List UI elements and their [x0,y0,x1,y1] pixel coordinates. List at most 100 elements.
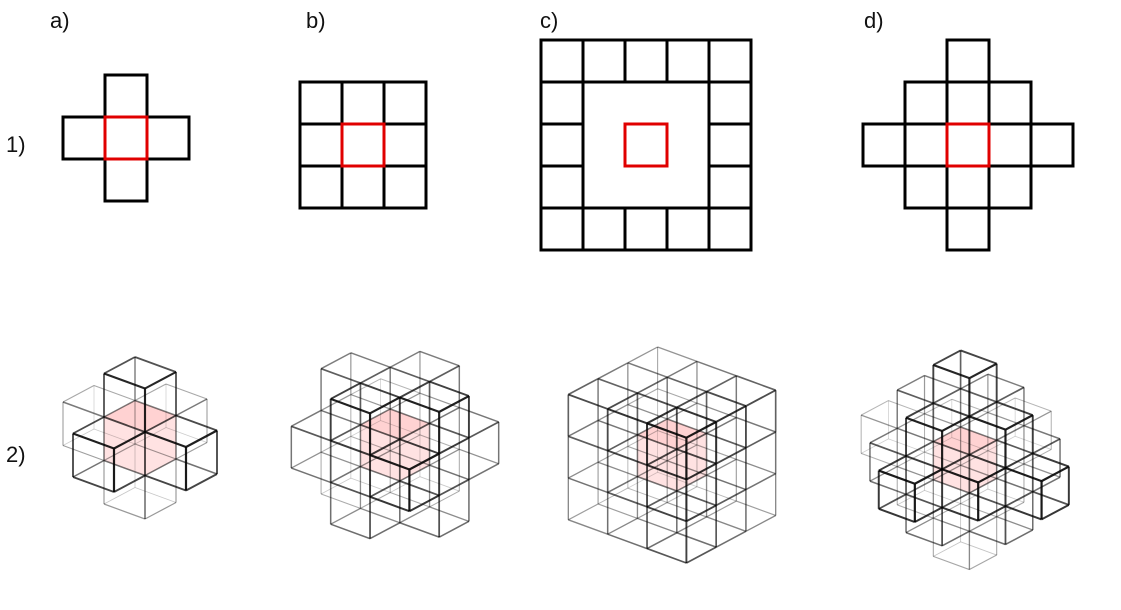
cube-edge [696,360,737,377]
cube-edge [637,501,668,519]
cube-edge [607,407,648,425]
cube-edge [646,532,678,550]
cube-edge [736,500,776,517]
cube-edge [369,396,401,415]
cube-edge [960,411,989,428]
cube-edge [996,516,1033,531]
cube-edge [736,375,776,391]
cube-edge [960,349,998,365]
cube-edge [113,431,146,450]
cube-edge [607,491,648,508]
cube-edge [933,479,970,494]
cube-edge [960,387,997,403]
cube-edge [597,503,638,519]
grid-cell [623,38,669,84]
grid-cell [707,122,753,168]
cube-edge [597,419,638,436]
cube-edge [175,414,218,432]
cube-edge [1032,476,1061,493]
cube-edge [745,473,777,491]
cube-edge [468,463,500,481]
cube-edge [869,427,898,444]
cube-edge [924,374,961,390]
cube-edge [932,349,962,366]
grid-cell [61,115,107,161]
cube-edge [568,435,608,452]
center-cube-face [104,444,176,476]
cube-edge [144,371,177,390]
cube-edge [932,387,961,404]
grid-cell [382,122,428,168]
cube-edge [429,464,470,481]
cube-edge [597,362,629,380]
cube-edge [330,523,371,540]
cube-edge [715,488,747,507]
grid-cell [103,157,149,203]
cube-edge [715,530,747,548]
cube-edge [185,473,218,492]
cube-edge [607,517,638,535]
cube-edge [745,514,776,532]
cube-edge [93,384,136,402]
cube-edge [676,490,717,507]
cube-edge [676,406,717,423]
grid-cell [945,80,991,126]
cube-edge [429,506,470,522]
grid-cell [539,164,585,210]
cube-edge [103,399,136,418]
grid-cell [707,80,753,126]
cube-edge [369,495,410,513]
cube-edge [568,461,599,479]
cube-edge [597,487,629,505]
neighborhood-panel-b [298,80,428,210]
cube-edge [932,426,961,443]
grid-cell [581,38,627,84]
cube-edge [715,405,747,423]
grid-cell [861,122,907,168]
cube-edge [134,399,177,417]
cube-edge [134,383,167,401]
cube-edge [291,425,331,442]
cube-edge [977,505,1006,522]
cube-edge [291,451,322,469]
neighborhood-panel-c [539,38,753,252]
center-cell [945,122,991,168]
cube-edge [941,415,970,432]
cube-edge [646,464,687,481]
cube-edge [646,505,687,523]
grid-cell [340,164,386,210]
cube-edge [977,466,1006,484]
cube-edge [330,397,371,415]
cube-edge [360,424,401,441]
cube-edge [637,517,678,534]
cube-edge [144,501,177,520]
cube-edge [905,517,934,534]
grid-cell [298,164,344,210]
cube-edge [399,380,431,399]
cube-edge [627,471,658,489]
cube-edge [969,453,1006,469]
cube-edge [896,451,925,468]
cube-cluster-b [290,350,500,540]
cube-edge [134,427,167,445]
cube-edge [637,376,668,394]
cube-edge [607,392,638,410]
cube-edge [941,492,970,509]
grid-cell [1029,122,1075,168]
grid-cell [903,122,949,168]
grid-cell [298,122,344,168]
cube-edge [676,516,707,534]
cube-edge [685,462,717,481]
cube-edge [597,404,629,422]
grid-cell [539,80,585,126]
cube-edge [685,504,717,523]
cube-edge [960,488,989,504]
grid-cell [987,80,1033,126]
cube-edge [905,440,934,457]
cube-edge [878,493,907,510]
cube-edge [1032,452,1070,468]
grid-cell [539,38,585,84]
cube-edge [878,455,907,472]
cube-edge [360,382,401,399]
